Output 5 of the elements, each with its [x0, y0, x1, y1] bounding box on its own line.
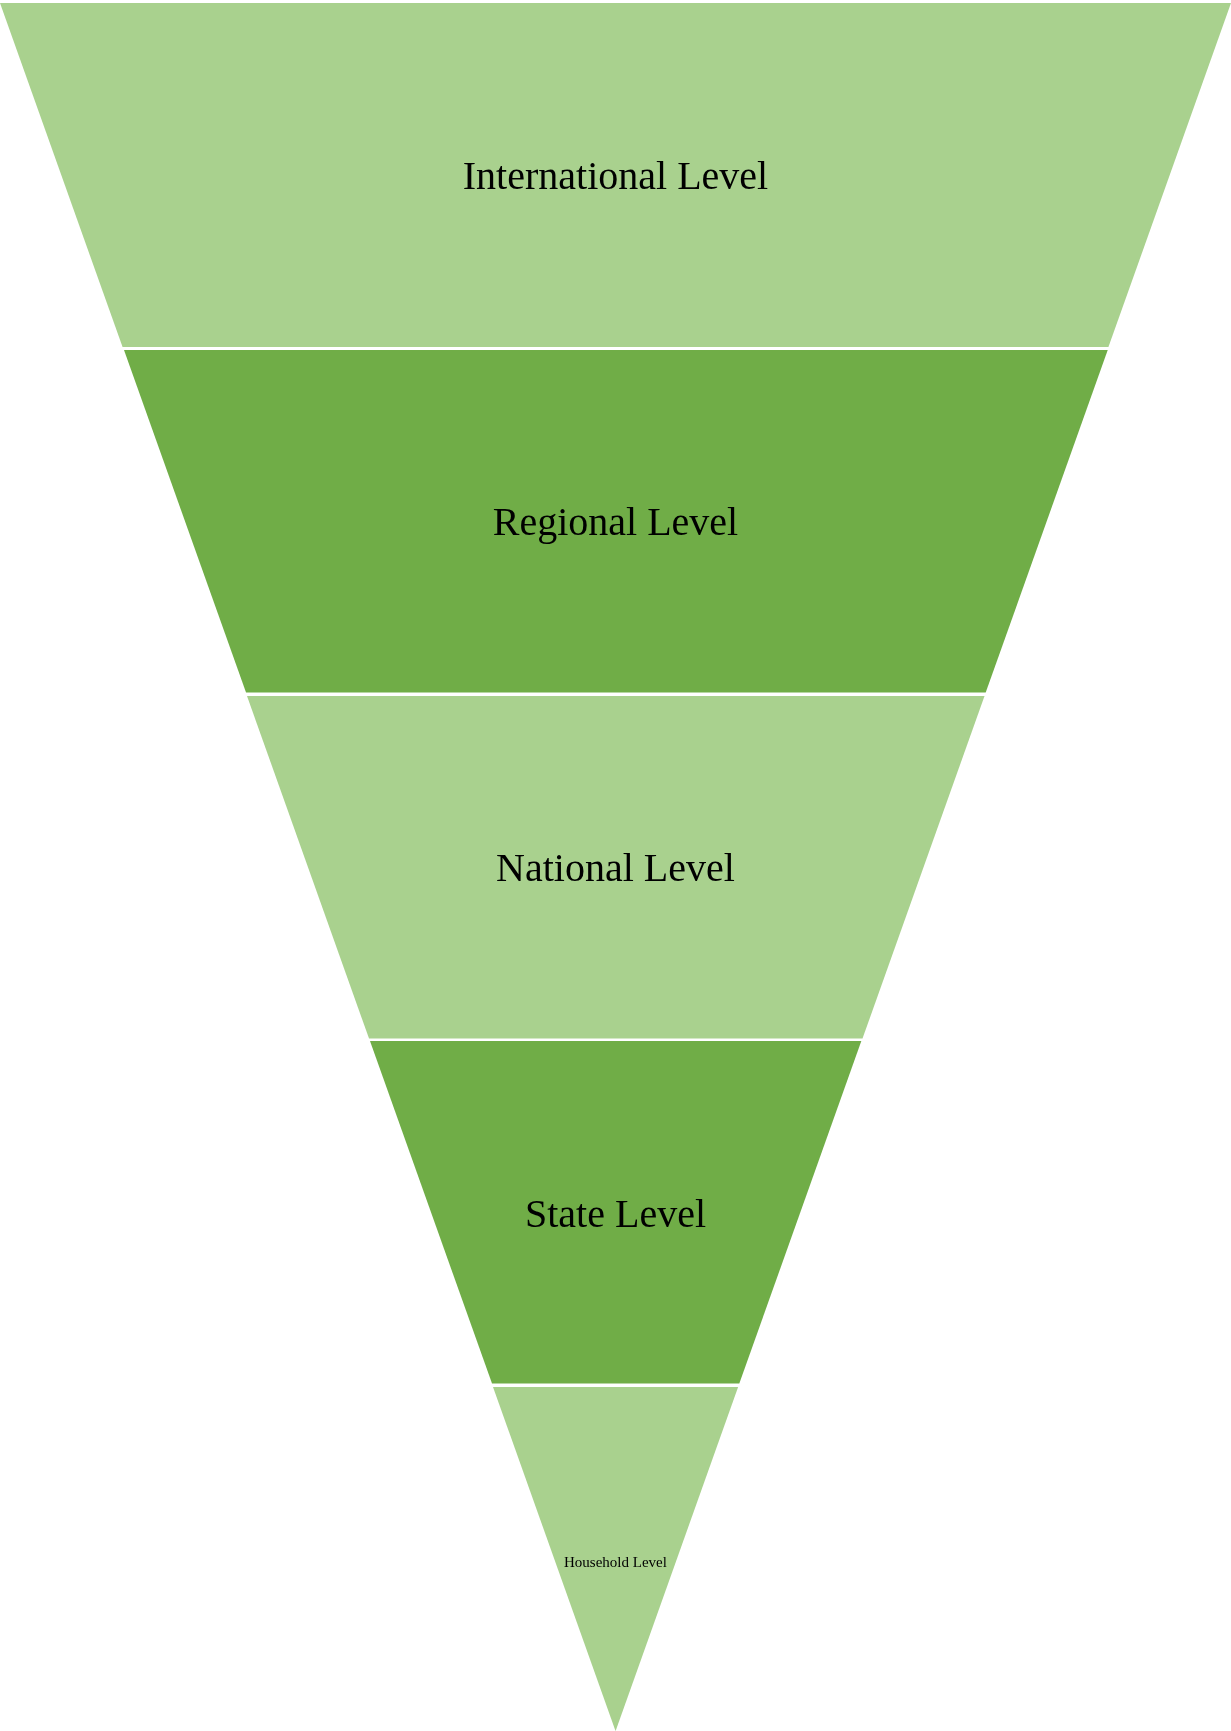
level-label: Household Level — [564, 1553, 667, 1571]
level-label: National Level — [496, 843, 735, 891]
level-label: International Level — [462, 151, 769, 199]
level-label: Regional Level — [492, 497, 739, 545]
level-label: State Level — [524, 1189, 706, 1237]
